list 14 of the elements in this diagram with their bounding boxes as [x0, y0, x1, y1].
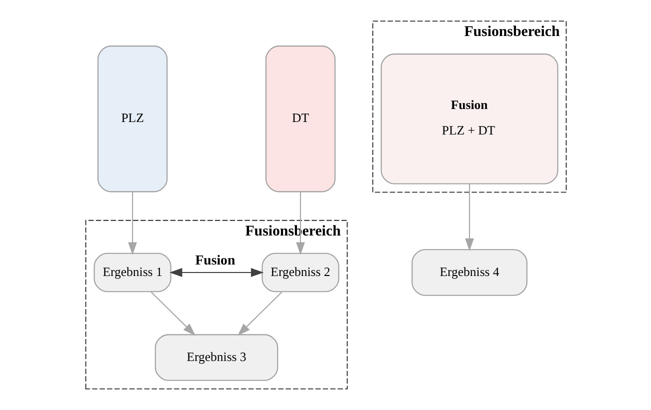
node-box: DT	[264, 46, 336, 192]
node-box: Fusion PLZ + DT	[380, 54, 558, 184]
node-box: PLZ	[96, 46, 168, 192]
arrow	[296, 192, 304, 255]
arrow	[168, 268, 264, 277]
node-box: Ergebniss 3	[154, 334, 278, 381]
node-box: Ergebniss 4	[411, 249, 527, 296]
edge-label: Fusion	[194, 252, 235, 268]
arrow	[237, 292, 282, 336]
node-box: Ergebniss 2	[261, 252, 339, 292]
arrow	[464, 184, 474, 252]
node-box: Ergebniss 1	[93, 252, 171, 292]
arrow	[128, 192, 136, 255]
arrow	[150, 292, 195, 336]
